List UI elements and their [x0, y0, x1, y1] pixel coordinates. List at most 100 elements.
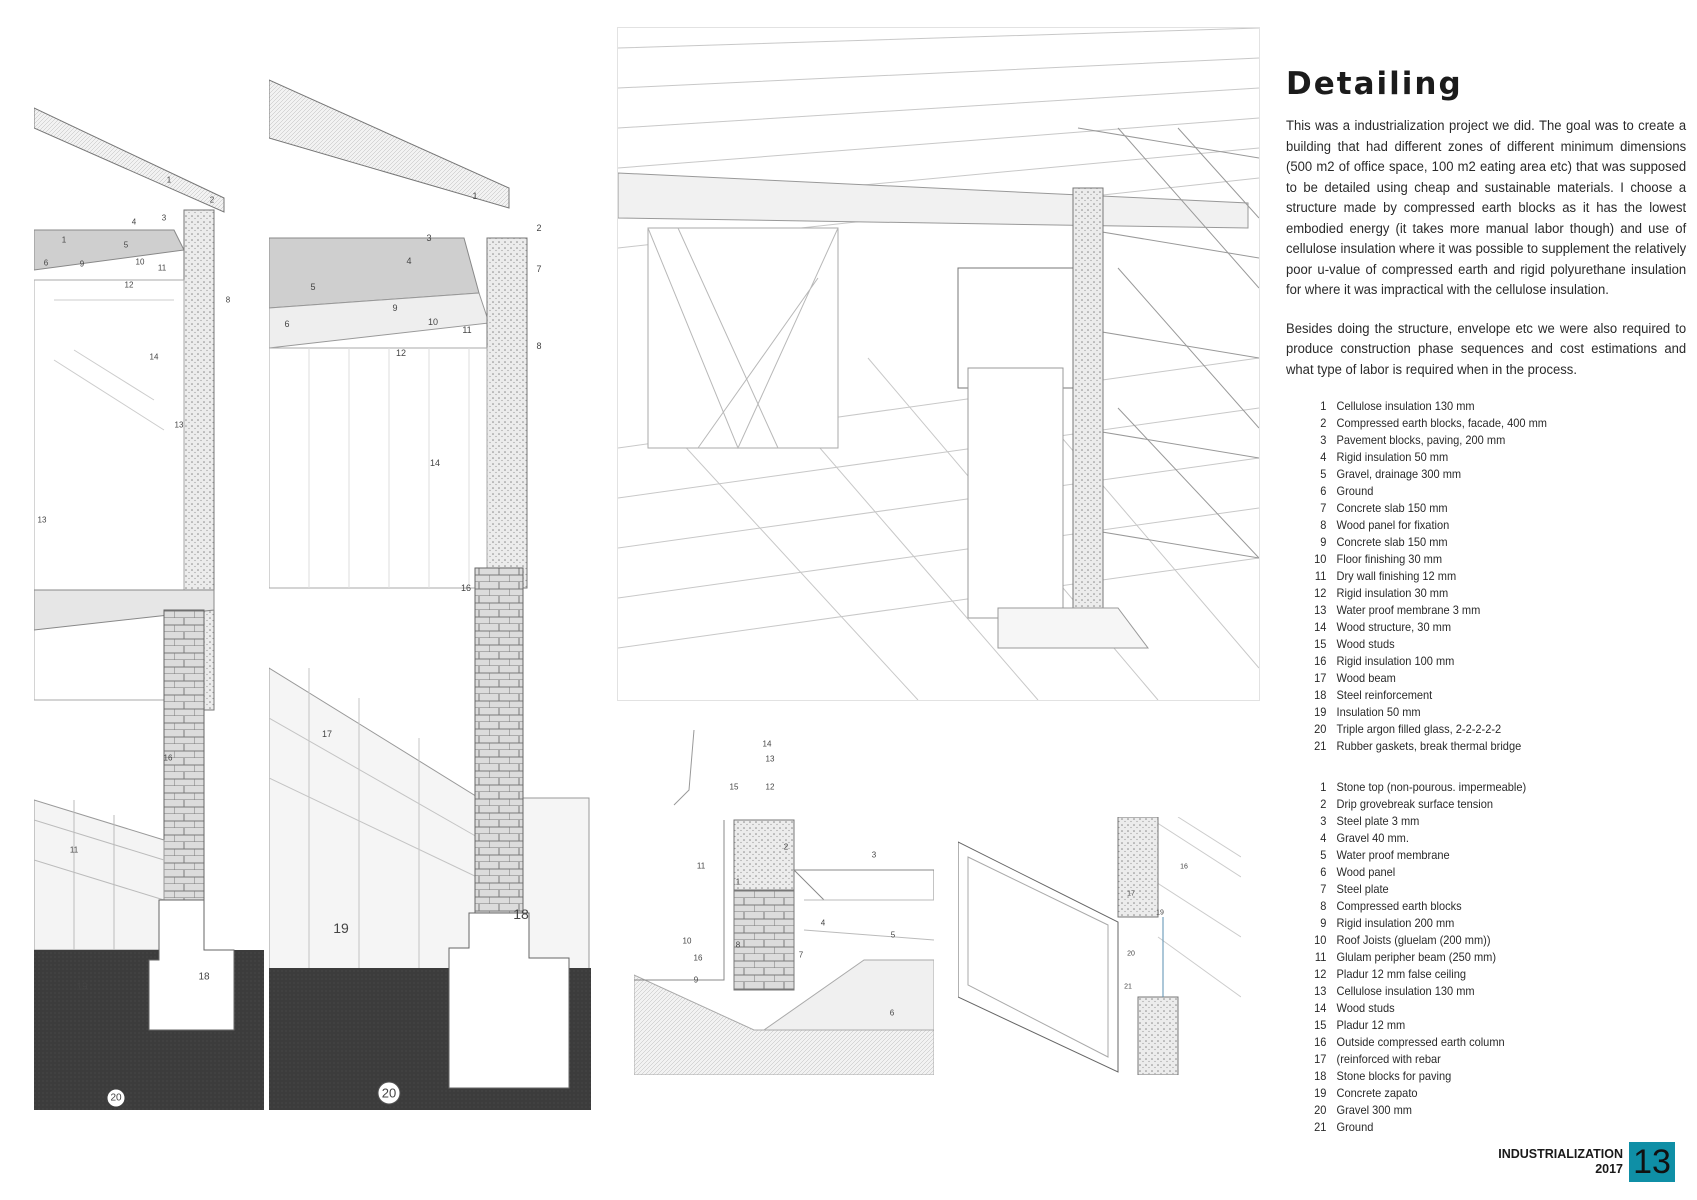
window-detail-drawing: 16 17 19 20 21 [958, 817, 1241, 1075]
legend-number: 1 [1320, 399, 1327, 413]
legend-number: 5 [1320, 848, 1327, 862]
section-drawing-2: 1 2 3 4 5 6 7 8 9 10 11 12 14 16 17 19 1… [269, 79, 591, 1110]
legend-text: Wood studs [1336, 1001, 1395, 1015]
legend-text: Wood beam [1336, 671, 1396, 685]
legend-number: 2 [1320, 797, 1327, 811]
legend-number: 13 [1314, 984, 1327, 998]
legend-text: Concrete slab 150 mm [1336, 535, 1448, 549]
intro-paragraph: This was a industrialization project we … [1286, 118, 1687, 298]
legend-text: Floor finishing 30 mm [1336, 552, 1443, 566]
legend-number: 3 [1320, 814, 1327, 828]
detail-panel-4: 14 13 15 12 11 2 3 1 4 5 10 16 8 9 7 6 [634, 730, 934, 1075]
legend-item: 15 Pladur 12 mm [1308, 1017, 1656, 1034]
legend-text: Pladur 12 mm [1336, 1018, 1406, 1032]
callout-16: 16 [1180, 864, 1188, 871]
legend-item: 3 Pavement blocks, paving, 200 mm [1308, 432, 1656, 449]
callout-17: 11 [70, 846, 79, 855]
legend-number: 18 [1314, 1069, 1327, 1083]
callout-17: 17 [322, 729, 332, 739]
legend-item: 9 Concrete slab 150 mm [1308, 534, 1656, 551]
callout-11: 12 [125, 281, 134, 290]
legend-number: 19 [1314, 1086, 1327, 1100]
foundation-section-drawing: 14 13 15 12 11 2 3 1 4 5 10 16 8 9 7 6 [634, 730, 934, 1075]
callout-19: 18 [198, 972, 210, 983]
legend-number: 12 [1314, 586, 1327, 600]
detail-panel-2: 1 2 3 4 5 6 7 8 9 10 11 12 14 16 17 19 1… [269, 78, 591, 1110]
callout-12: 14 [150, 353, 159, 362]
legend-text: Gravel 40 mm. [1336, 831, 1409, 845]
callout-10: 10 [683, 937, 692, 946]
callout-6: 5 [124, 241, 129, 250]
callout-6: 6 [890, 1009, 895, 1018]
page-footer: INDUSTRIALIZATION 2017 13 [1498, 1142, 1675, 1182]
project-year: 2017 [1595, 1162, 1623, 1176]
legend-number: 17 [1314, 671, 1327, 685]
callout-15: 15 [730, 783, 739, 792]
callout-7: 7 [799, 951, 804, 960]
legend-text: Ground [1336, 484, 1374, 498]
legend-number: 5 [1320, 467, 1327, 481]
legend-number: 13 [1314, 603, 1327, 617]
callout-9: 10 [136, 258, 145, 267]
legend-number: 4 [1320, 831, 1327, 845]
callout-10: 11 [158, 264, 167, 273]
page-number: 13 [1629, 1142, 1675, 1182]
legend-number: 7 [1320, 882, 1327, 896]
legend-text: Rigid insulation 30 mm [1336, 586, 1449, 600]
legend-number: 1 [1320, 780, 1327, 794]
legend-text: Pavement blocks, paving, 200 mm [1336, 433, 1506, 447]
callout-14: 14 [763, 740, 772, 749]
legend-number: 4 [1320, 450, 1327, 464]
callout-2: 2 [536, 223, 541, 233]
callout-4: 4 [821, 919, 826, 928]
legend-number: 17 [1314, 1052, 1327, 1066]
scope-paragraph: Besides doing the structure, envelope et… [1286, 320, 1687, 378]
callout-18: 19 [76, 982, 88, 993]
perspective-drawing [618, 28, 1259, 700]
legend-item: 17 Wood beam [1308, 670, 1656, 687]
callout-12: 12 [396, 348, 406, 358]
callout-10: 10 [428, 317, 438, 327]
legend-text: Stone blocks for paving [1336, 1069, 1452, 1083]
callout-21: 21 [1124, 984, 1132, 991]
legend-number: 14 [1314, 1001, 1327, 1015]
legend-item: 12 Rigid insulation 30 mm [1308, 585, 1656, 602]
callout-1: 1 [736, 878, 741, 887]
legend-text: Steel plate [1336, 882, 1389, 896]
legend-text: Rubber gaskets, break thermal bridge [1336, 739, 1522, 753]
legend-number: 16 [1314, 654, 1327, 668]
legend-item: 14 Wood studs [1308, 1000, 1656, 1017]
legend-number: 11 [1314, 950, 1327, 964]
callout-7: 7 [536, 264, 541, 274]
legend-number: 6 [1320, 865, 1327, 879]
legend-number: 15 [1314, 1018, 1327, 1032]
section-drawing-1: 1 2 3 4 1 5 6 9 10 11 12 14 13 8 13 16 1… [34, 107, 264, 1110]
callout-11: 11 [462, 325, 471, 335]
legend-number: 3 [1320, 433, 1327, 447]
callout-11: 11 [697, 862, 706, 871]
callout-3: 3 [162, 214, 167, 223]
legend-item: 17(reinforced with rebar [1308, 1051, 1656, 1068]
legend-number: 9 [1320, 535, 1327, 549]
callout-13: 13 [175, 421, 184, 430]
callout-20: 20 [110, 1093, 122, 1104]
callout-20: 20 [382, 1086, 396, 1101]
callout-13: 13 [766, 755, 775, 764]
legend-text: Insulation 50 mm [1336, 705, 1421, 719]
legend-text: Concrete slab 150 mm [1336, 501, 1448, 515]
